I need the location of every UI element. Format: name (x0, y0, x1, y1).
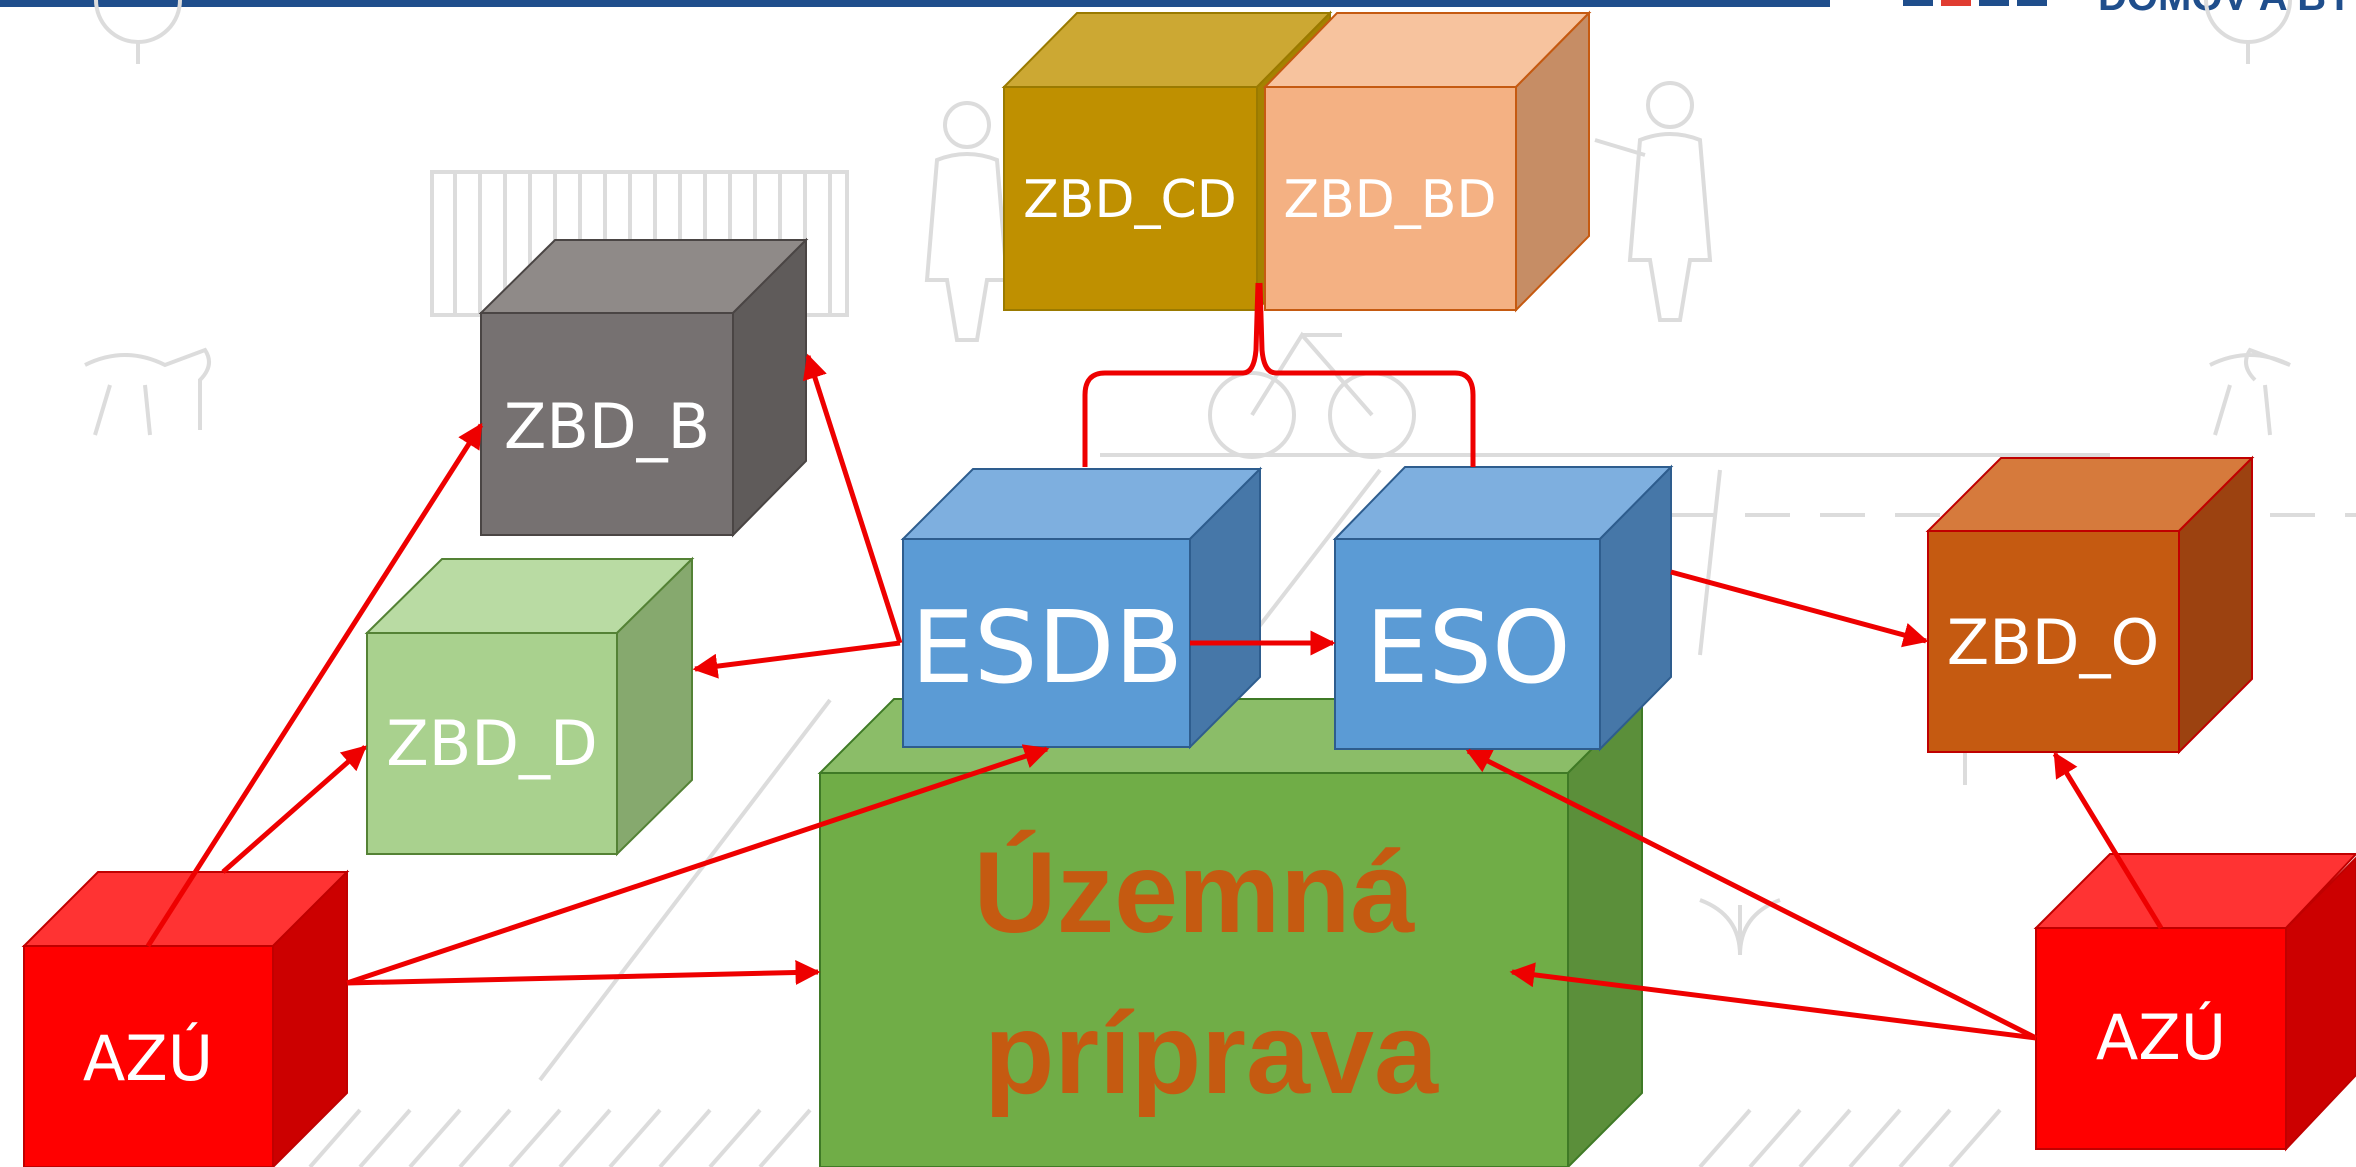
bicycle-icon (1208, 331, 1416, 459)
zbd-b-label: ZBD_B (504, 390, 710, 463)
eso-label: ESO (1365, 589, 1570, 706)
main-box-line2: príprava (984, 990, 1439, 1118)
arrow-azu-left-to-esdb (346, 744, 1050, 986)
dog-icon (84, 347, 2291, 436)
zbd-cd-label: ZBD_CD (1023, 170, 1237, 230)
cube-azu-right[interactable]: AZÚ (2033, 853, 2356, 1152)
azu-left-label: AZÚ (83, 1022, 213, 1095)
cube-zbd-bd[interactable]: ZBD_BD (1262, 10, 1592, 313)
cube-zbd-d[interactable]: ZBD_D (364, 556, 695, 857)
arrow-eso-to-zbd-o (1670, 569, 1929, 648)
zbd-d-label: ZBD_D (386, 707, 598, 780)
arrow-esdb-to-zbd-d (692, 640, 901, 679)
connectors (145, 282, 2164, 1041)
arrow-esdb-to-zbd-b (802, 353, 903, 644)
azu-right-label: AZÚ (2096, 1001, 2226, 1074)
logo-text: DOMOV A BYTY (2098, 0, 2356, 19)
arrow-azu-left-to-zbd-b (145, 422, 484, 948)
arrow-azu-left-to-uzemna-priprava (346, 960, 821, 986)
cube-uzemna-priprava[interactable]: Územná príprava (817, 696, 1645, 1167)
cube-zbd-cd[interactable]: ZBD_CD (1001, 10, 1333, 313)
cube-zbd-b[interactable]: ZBD_B (478, 237, 809, 538)
cube-zbd-o[interactable]: ZBD_O (1925, 455, 2255, 755)
top-bar (0, 0, 1830, 7)
bracket-esdb-eso-to-zbd (1082, 282, 1476, 467)
tree-icon (94, 0, 2292, 64)
arrow-azu-right-to-eso (1465, 748, 2038, 1041)
arrow-azu-left-to-zbd-d (221, 745, 367, 874)
zbd-o-label: ZBD_O (1947, 606, 2160, 679)
crosswalk-stripes (308, 1108, 2002, 1167)
esdb-label: ESDB (911, 589, 1183, 706)
arrow-azu-right-to-uzemna-priprava (1509, 962, 2037, 1041)
arrow-azu-right-to-zbd-o (2052, 751, 2164, 930)
main-box-line1: Územná (974, 829, 1416, 957)
cube-azu-left[interactable]: AZÚ (21, 869, 350, 1167)
cube-esdb[interactable]: ESDB (900, 466, 1263, 750)
zbd-bd-label: ZBD_BD (1283, 170, 1496, 230)
cube-eso[interactable]: ESO (1332, 464, 1674, 752)
person-icon (924, 81, 1713, 342)
plant-icon (1699, 898, 1781, 956)
